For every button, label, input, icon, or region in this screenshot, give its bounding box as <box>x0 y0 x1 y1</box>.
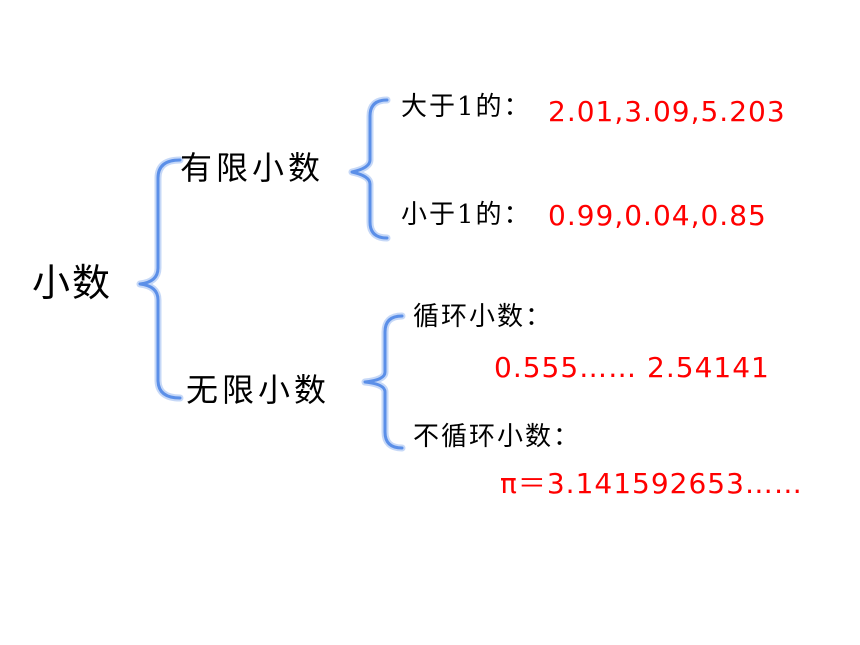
finite-bracket <box>348 96 391 242</box>
nonrepeating-examples: π＝3.141592653…… <box>500 467 803 500</box>
less-than-one-label: 小于1的： <box>401 200 532 230</box>
finite-label: 有限小数 <box>180 149 325 187</box>
root-label: 小数 <box>32 261 113 305</box>
repeating-label: 循环小数： <box>413 302 554 332</box>
repeating-examples: 0.555…… 2.54141 <box>494 351 770 384</box>
root-bracket <box>136 156 184 402</box>
infinite-bracket <box>361 312 406 452</box>
greater-than-one-values: 2.01,3.09,5.203 <box>548 95 786 128</box>
less-than-one-values: 0.99,0.04,0.85 <box>548 199 767 232</box>
nonrepeating-label: 不循环小数： <box>413 422 582 452</box>
greater-than-one-label: 大于1的： <box>401 92 532 122</box>
infinite-label: 无限小数 <box>186 371 331 409</box>
